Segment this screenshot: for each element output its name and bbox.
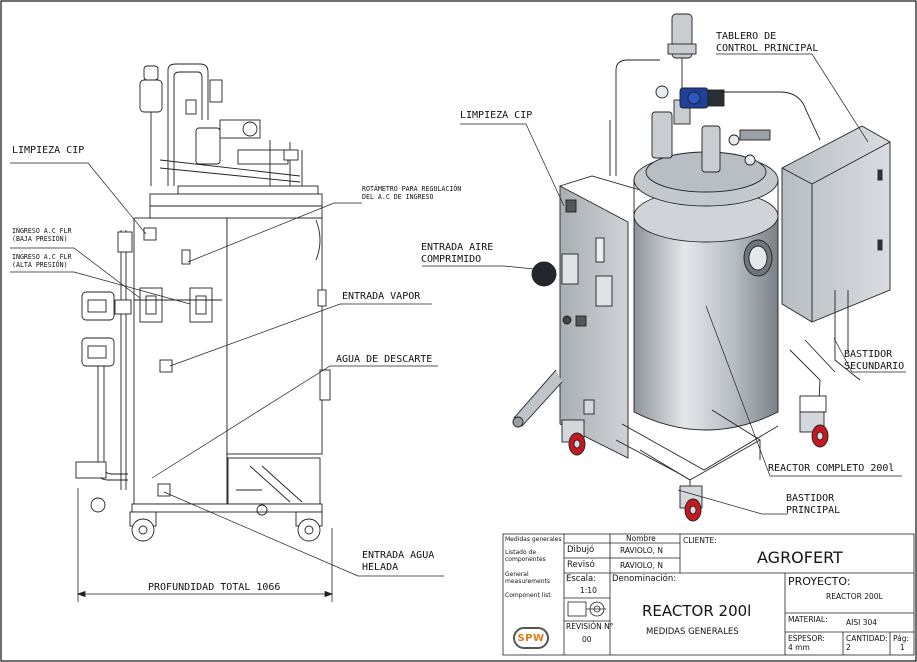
label-agua-descarte: AGUA DE DESCARTE	[336, 354, 433, 365]
revision-value: 00	[582, 635, 592, 644]
dibujo-label: Dibujó	[567, 545, 595, 555]
depth-dimension	[76, 488, 334, 602]
label-rotametro-1: ROTÁMETRO PARA REGULACIÓN	[362, 185, 462, 193]
legend-medidas: Medidas generales	[505, 536, 562, 543]
label-limpieza-cip-right: LIMPIEZA CIP	[460, 110, 533, 121]
label-entrada-agua-2: HELADA	[362, 562, 399, 573]
label-tablero-2: CONTROL PRINCIPAL	[716, 43, 819, 54]
legend-listado-1: Listado de	[505, 549, 537, 556]
escala-value: 1:10	[580, 586, 597, 595]
label-ingreso-alta-1: INGRESO A.C FLR	[12, 253, 72, 261]
reviso-label: Revisó	[567, 560, 595, 570]
label-limpieza-cip-left: LIMPIEZA CIP	[12, 145, 85, 156]
label-ingreso-alta-2: (ALTA PRESIÓN)	[12, 261, 68, 269]
label-ingreso-baja-2: (BAJA PRESIÓN)	[12, 235, 68, 243]
denominacion-label: Denominación:	[612, 574, 677, 584]
escala-label: Escala:	[566, 574, 597, 584]
label-profundidad-total: PROFUNDIDAD TOTAL 1066	[148, 582, 281, 593]
dibujo-name: RAVIOLO, N	[620, 546, 663, 555]
label-entrada-aire-2: COMPRIMIDO	[421, 254, 482, 265]
proyecto-value: REACTOR 200L	[826, 592, 883, 601]
side-elevation-view	[75, 63, 331, 542]
denominacion-title: REACTOR 200l	[642, 602, 752, 620]
label-bastidor-principal-1: BASTIDOR	[786, 493, 835, 504]
label-tablero-1: TABLERO DE	[716, 31, 777, 42]
legend-listado-2: componentes	[505, 556, 546, 563]
legend-general-1: General	[505, 571, 529, 578]
legend-general-2: measurements	[505, 578, 550, 585]
label-bastidor-principal-2: PRINCIPAL	[786, 505, 841, 516]
material-label: MATERIAL:	[788, 615, 828, 624]
pag-value: 1	[900, 643, 905, 652]
label-entrada-agua-1: ENTRADA AGUA	[362, 550, 435, 561]
cantidad-label: CANTIDAD:	[846, 634, 888, 643]
nombre-header: Nombre	[626, 534, 656, 543]
denominacion-subtitle: MEDIDAS GENERALES	[646, 627, 739, 637]
revision-label: REVISIÓN N°	[566, 622, 614, 631]
reviso-name: RAVIOLO, N	[620, 561, 663, 570]
proyecto-label: PROYECTO:	[788, 575, 851, 588]
label-ingreso-baja-1: INGRESO A.C FLR	[12, 227, 72, 235]
label-entrada-aire-1: ENTRADA AIRE	[421, 242, 494, 253]
cliente-label: CLIENTE:	[683, 536, 717, 545]
label-rotametro-2: DEL A.C DE INGRESO	[362, 193, 434, 201]
leader-lines-right	[422, 53, 906, 515]
cliente-value: AGROFERT	[757, 548, 843, 567]
spw-logo: SPW	[513, 627, 549, 649]
label-entrada-vapor: ENTRADA VAPOR	[342, 291, 421, 302]
pag-label: Pág:	[893, 634, 910, 643]
label-bastidor-secundario-2: SECUNDARIO	[844, 361, 905, 372]
material-value: AISI 304	[846, 618, 878, 627]
label-bastidor-secundario-1: BASTIDOR	[844, 349, 893, 360]
logo-text: SPW	[517, 632, 545, 644]
espesor-label: ESPESOR:	[788, 634, 825, 643]
cantidad-value: 2	[846, 643, 851, 652]
leader-lines-left	[10, 162, 444, 577]
espesor-value: 4 mm	[788, 643, 810, 652]
label-reactor-completo: REACTOR COMPLETO 200l	[768, 463, 895, 474]
isometric-view	[512, 13, 891, 522]
title-block	[502, 533, 915, 656]
legend-component: Component list	[505, 592, 551, 599]
